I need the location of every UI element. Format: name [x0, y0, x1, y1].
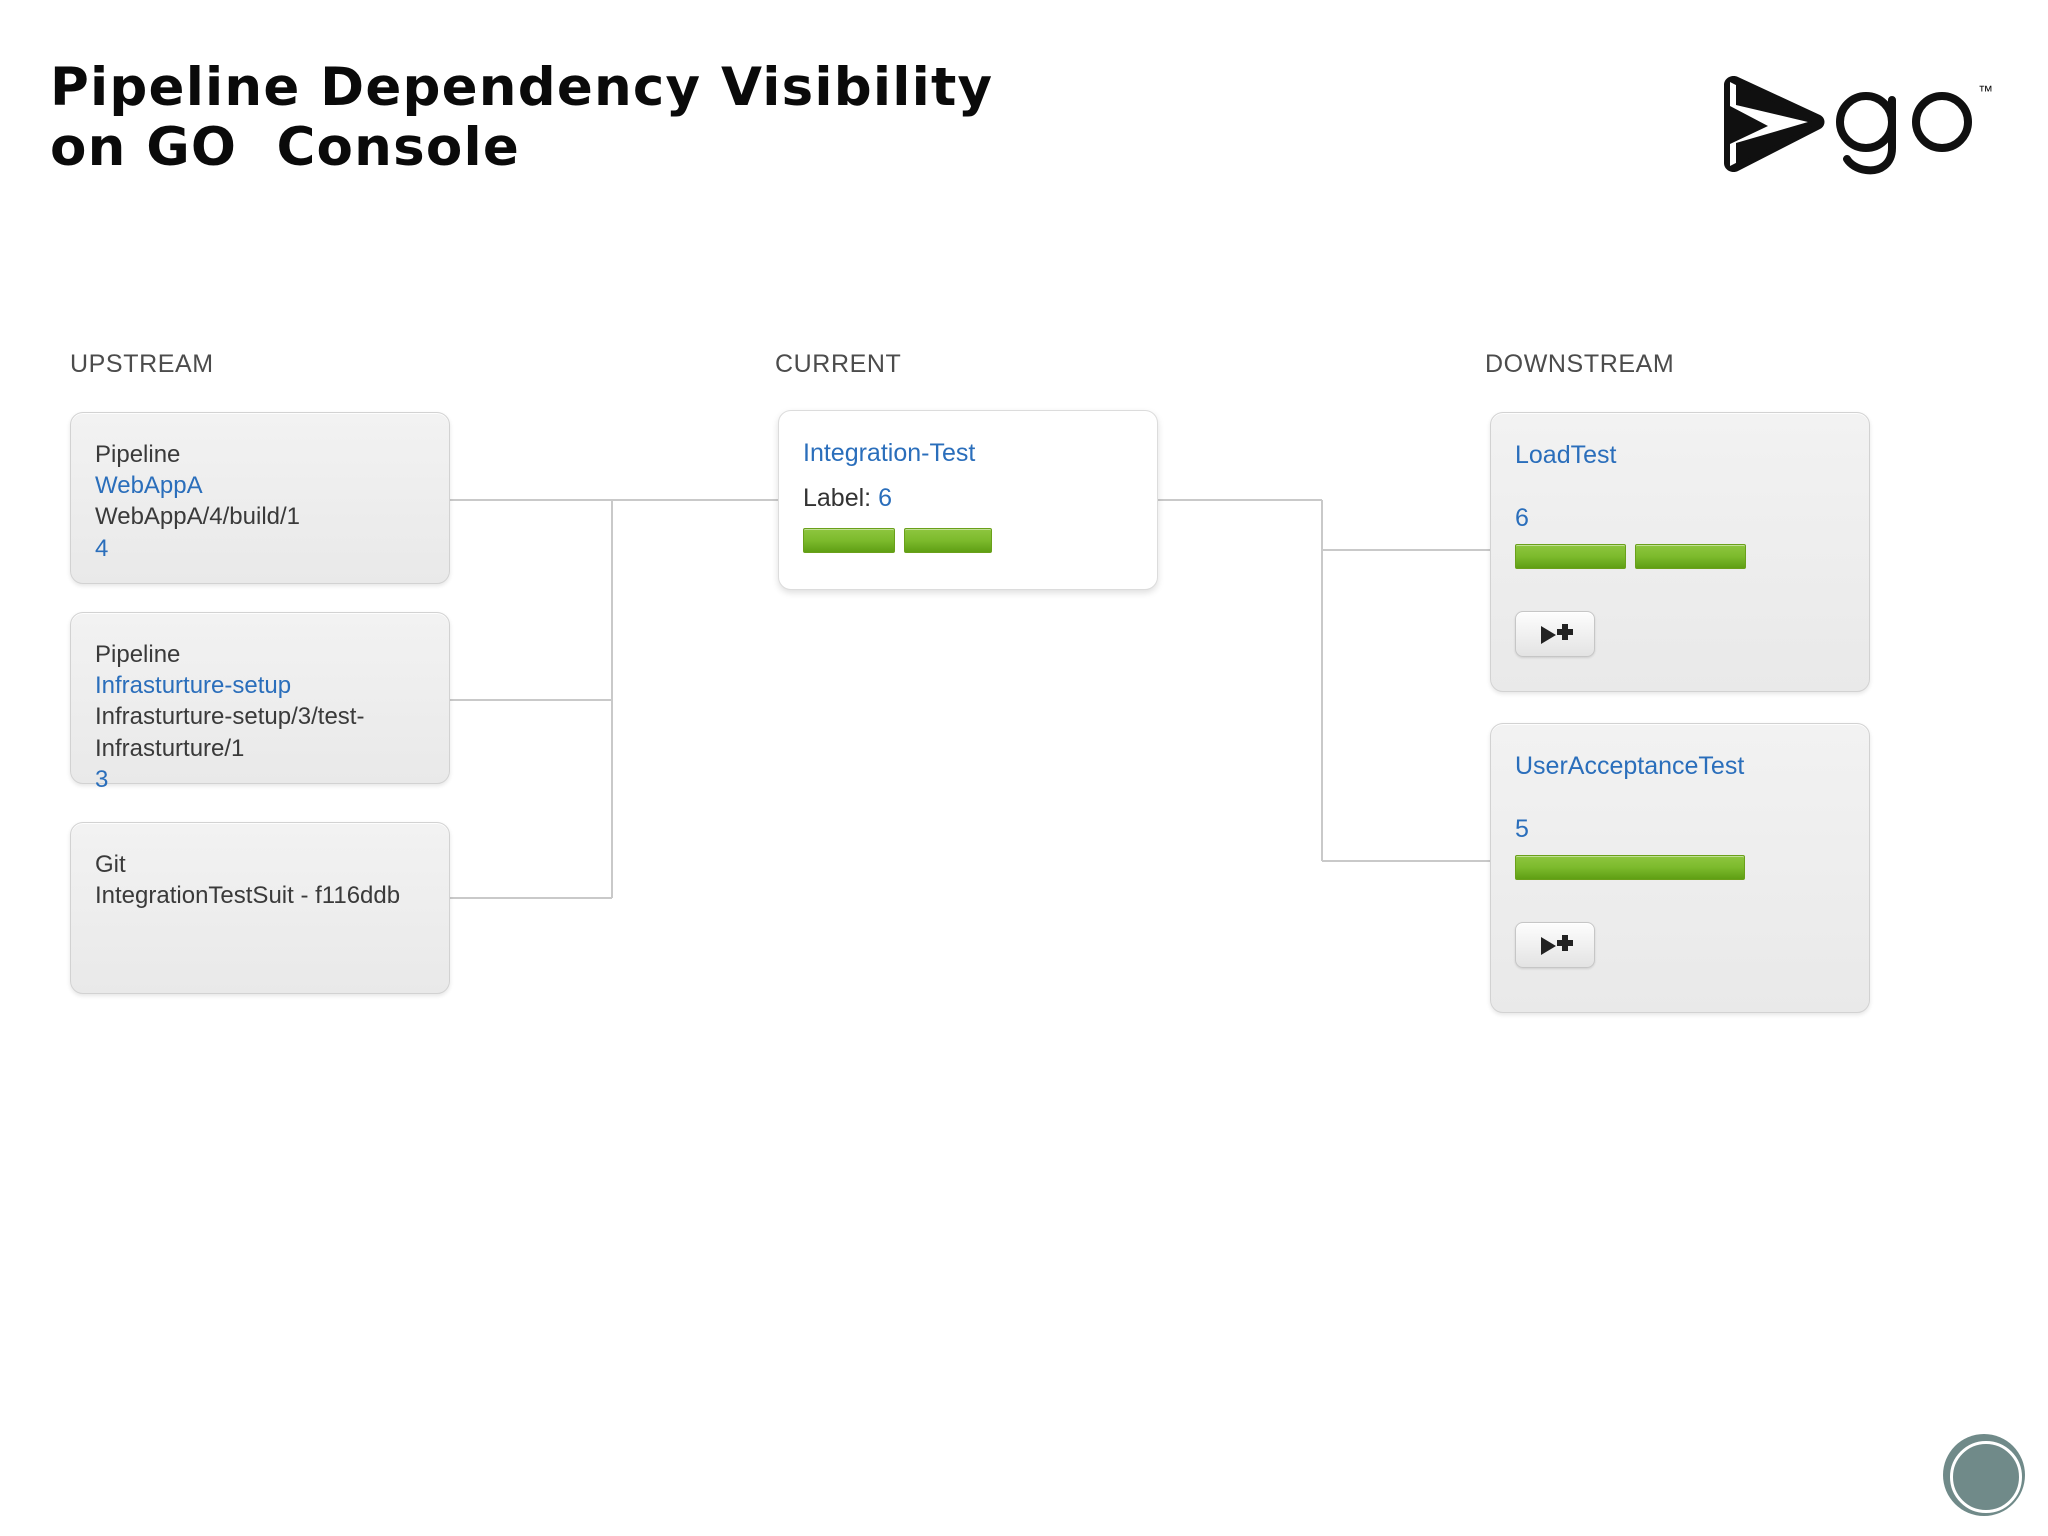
material-type: Pipeline [95, 641, 181, 668]
pipeline-link[interactable]: Infrasturture-setup [95, 672, 292, 700]
pipeline-counter[interactable]: 3 [95, 765, 109, 793]
stage-bar[interactable] [803, 528, 895, 553]
pipeline-link[interactable]: Integration-Test [803, 439, 976, 467]
column-heading-downstream: DOWNSTREAM [1485, 350, 1675, 378]
upstream-card-webappa[interactable]: Pipeline WebAppA WebAppA/4/build/1 4 [70, 412, 450, 584]
stage-bar[interactable] [1635, 544, 1746, 569]
title-line-1: Pipeline Dependency Visibility [50, 57, 994, 118]
pipeline-counter[interactable]: 4 [95, 534, 109, 562]
go-wordmark [1836, 92, 1972, 175]
column-heading-current: CURRENT [775, 350, 902, 378]
column-heading-upstream: UPSTREAM [70, 350, 214, 378]
upstream-card-infrasturture-setup[interactable]: Pipeline Infrasturture-setup Infrasturtu… [70, 612, 450, 793]
current-card-integration-test[interactable]: Integration-Test Label: 6 [778, 410, 1158, 590]
pipeline-path: WebAppA/4/build/1 [95, 503, 301, 531]
label-value: 6 [878, 483, 892, 512]
go-logo: ™ [1716, 60, 2016, 180]
pipeline-link[interactable]: LoadTest [1515, 441, 1617, 469]
pipeline-counter[interactable]: 5 [1515, 814, 1529, 843]
material-type: Pipeline [95, 441, 181, 468]
label-row: Label: 6 [803, 482, 1133, 515]
label-prefix: Label: [803, 483, 879, 512]
stage-bar-group [803, 528, 1133, 553]
stage-bar[interactable] [1515, 855, 1745, 880]
upstream-card-git[interactable]: Git IntegrationTestSuit - f116ddb [70, 822, 450, 994]
title-line-2: on GO Console [50, 117, 520, 179]
play-plus-icon [1516, 612, 1594, 656]
pipeline-link[interactable]: UserAcceptanceTest [1515, 752, 1745, 780]
stage-bar[interactable] [1515, 544, 1626, 569]
page-title: Pipeline Dependency Visibility on GO Con… [50, 57, 1250, 179]
downstream-card-useracceptancetest[interactable]: UserAcceptanceTest 5 [1490, 723, 1870, 1013]
git-revision: IntegrationTestSuit - f116ddb [95, 882, 401, 910]
stage-bar-group [1515, 544, 1845, 569]
corner-watermark-badge [1943, 1434, 2025, 1516]
go-play-triangle-icon [1724, 75, 1825, 173]
downstream-card-loadtest[interactable]: LoadTest 6 [1490, 412, 1870, 692]
trademark-symbol: ™ [1978, 83, 1993, 100]
play-plus-icon [1516, 923, 1594, 967]
pipeline-link[interactable]: WebAppA [95, 472, 203, 500]
stage-bar-group [1515, 855, 1845, 880]
pipeline-counter[interactable]: 6 [1515, 503, 1529, 532]
trigger-with-options-button[interactable] [1515, 922, 1595, 968]
stage-bar[interactable] [904, 528, 992, 553]
pipeline-path: Infrasturture-setup/3/test-Infrasturture… [95, 703, 365, 762]
material-type: Git [95, 851, 126, 878]
trigger-with-options-button[interactable] [1515, 611, 1595, 657]
